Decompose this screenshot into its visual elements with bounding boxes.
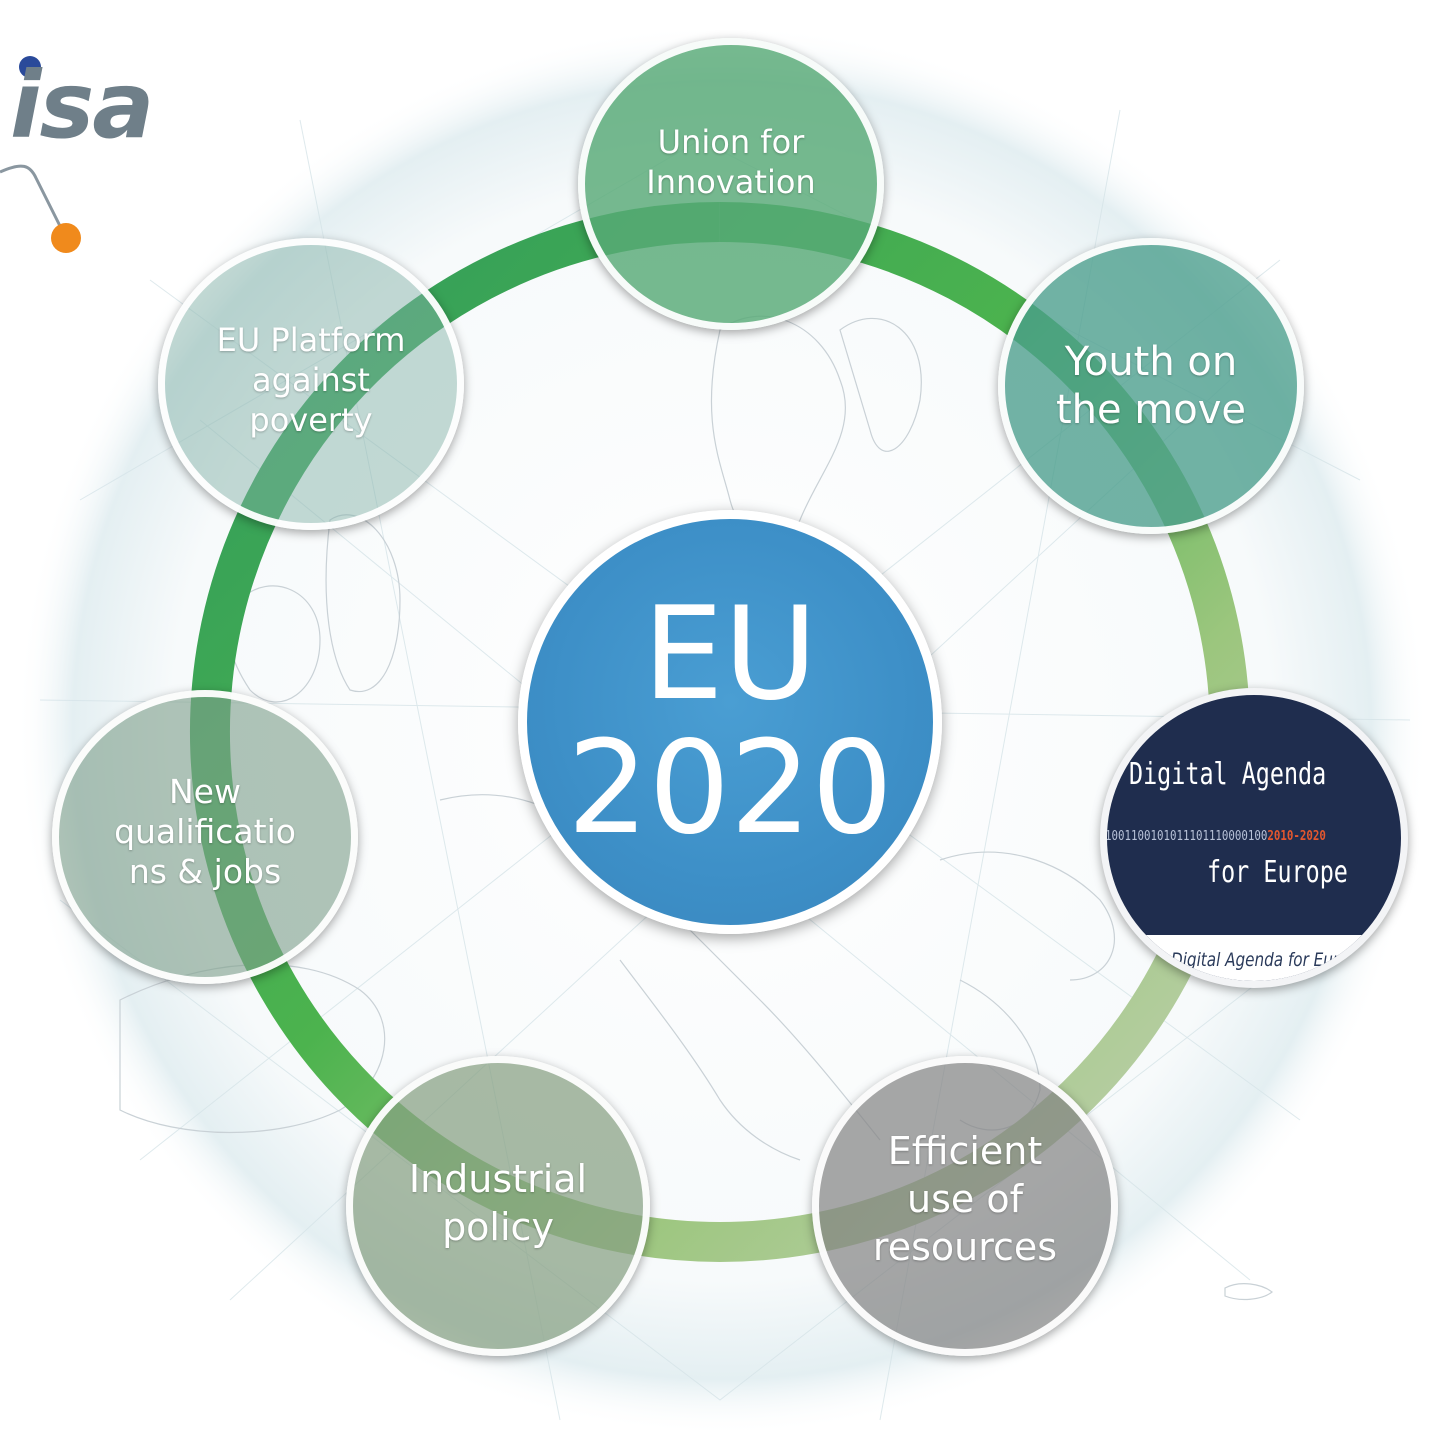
digital-agenda-years: 2010-2020 (1267, 829, 1326, 844)
initiative-digital-agenda[interactable]: Digital Agenda 1001100101011101110000100… (1100, 688, 1408, 988)
initiative-label: Efficient use of resources (872, 1129, 1058, 1269)
isa-logo-text: isa (10, 52, 154, 159)
initiative-label: Youth on the move (1055, 339, 1247, 433)
logo-dot-bottom (51, 223, 81, 253)
digital-agenda-caption-strip (1107, 935, 1401, 981)
initiative-label: Industrial policy (408, 1157, 588, 1249)
digital-agenda-banner: Digital Agenda 1001100101011101110000100… (1107, 695, 1401, 981)
initiative-label: New qualificatio ns & jobs (114, 772, 296, 891)
digital-agenda-caption: Digital Agenda for Europe (1171, 949, 1368, 971)
initiative-new-qualifications-and-jobs[interactable]: New qualificatio ns & jobs (52, 690, 358, 984)
initiative-youth-on-the-move[interactable]: Youth on the move (998, 238, 1304, 534)
initiative-label: EU Platform against poverty (216, 321, 406, 439)
digital-agenda-binary-row: 10011001010111011100001002010-2020 (1105, 829, 1326, 844)
digital-agenda-binary: 1001100101011101110000100 (1105, 829, 1268, 844)
initiative-label: Union for Innovation (646, 123, 816, 201)
initiative-union-for-innovation[interactable]: Union for Innovation (578, 38, 884, 330)
center-label: EU 2020 (567, 580, 893, 863)
initiative-eu-platform-against-poverty[interactable]: EU Platform against poverty (158, 238, 464, 530)
isa-logo-graphic (0, 56, 81, 253)
logo-dot-top (19, 56, 41, 78)
digital-agenda-subtitle: for Europe (1207, 855, 1348, 890)
initiative-efficient-use-of-resources[interactable]: Efficient use of resources (812, 1056, 1118, 1356)
initiative-industrial-policy[interactable]: Industrial policy (346, 1056, 650, 1356)
center-eu-2020[interactable]: EU 2020 (518, 510, 942, 934)
digital-agenda-title: Digital Agenda (1129, 757, 1327, 792)
logo-connector-line (0, 164, 68, 239)
